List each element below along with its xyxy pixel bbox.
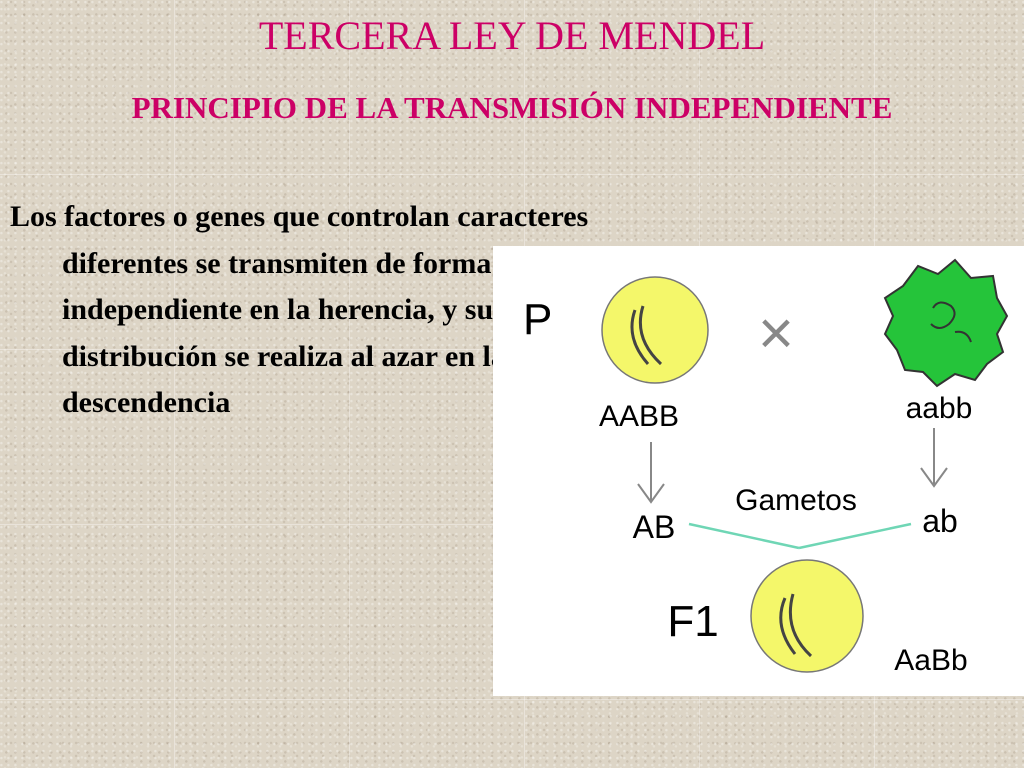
arrow-down-icon <box>920 428 948 488</box>
gamete-union-lines <box>688 522 912 550</box>
mendel-cross-diagram: P × AABB aabb AB ab Gametos <box>493 246 1024 696</box>
yellow-seed-icon <box>601 276 709 384</box>
gamete1-label: AB <box>633 509 676 545</box>
parent1-genotype: AABB <box>599 400 679 433</box>
slide-title: TERCERA LEY DE MENDEL <box>258 13 766 58</box>
parent-generation-label: P <box>523 295 552 344</box>
f1-label: F1 <box>667 597 718 646</box>
body-paragraph: Los factores o genes que controlan carac… <box>10 200 589 419</box>
slide-subtitle: PRINCIPIO DE LA TRANSMISIÓN INDEPENDIENT… <box>131 90 893 125</box>
f1-genotype: AaBb <box>894 644 967 677</box>
parent2-genotype: aabb <box>906 392 973 425</box>
yellow-seed-icon <box>750 559 864 673</box>
gamete2-label: ab <box>922 503 958 539</box>
green-seed-icon <box>883 258 1009 388</box>
arrow-down-icon <box>637 442 665 504</box>
cross-symbol: × <box>758 299 794 368</box>
gametes-label: Gametos <box>735 484 857 517</box>
